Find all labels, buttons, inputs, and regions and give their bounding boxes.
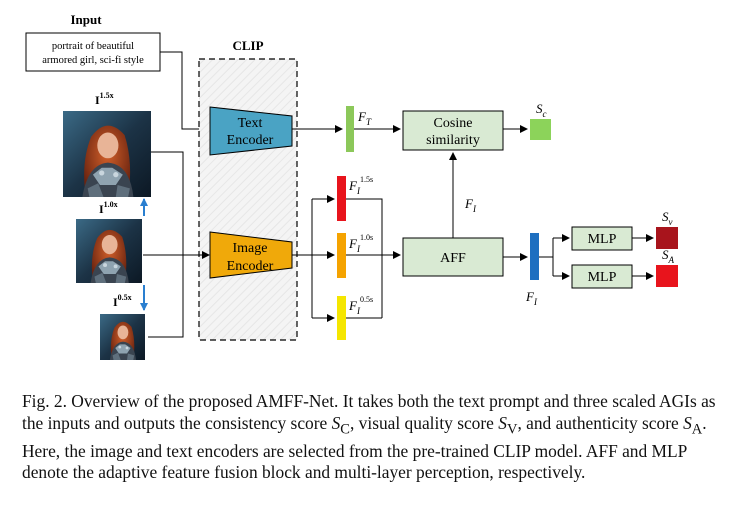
clip-box bbox=[198, 58, 298, 341]
fi-mid-label: FI bbox=[464, 196, 477, 214]
text-encoder bbox=[209, 106, 293, 156]
portrait-image-10 bbox=[76, 219, 142, 283]
score-sv-label: Sv bbox=[662, 209, 673, 227]
caption-part-1: Fig. 2. Overview of the proposed AMFF-Ne… bbox=[22, 391, 716, 433]
input-label: Input bbox=[70, 12, 102, 27]
portrait-image-15 bbox=[63, 111, 151, 197]
mlp-bottom-label: MLP bbox=[588, 270, 617, 285]
caption-part-3: , and authenticity score bbox=[517, 412, 684, 433]
feature-ft-bar bbox=[346, 106, 354, 152]
image-label-10: I1.0x bbox=[99, 200, 118, 216]
aff-label: AFF bbox=[440, 251, 466, 266]
score-sa-label: SA bbox=[662, 247, 675, 265]
image-05-connector bbox=[148, 255, 184, 338]
caption-part-4: . Here, the image and text encoders are … bbox=[22, 412, 707, 483]
prompt-line-2: armored girl, sci-fi style bbox=[42, 55, 144, 66]
caption-sv-sub: V bbox=[506, 421, 518, 438]
prompt-connector bbox=[160, 51, 210, 133]
score-sv-box bbox=[656, 227, 678, 249]
image-label-15: I1.5x bbox=[95, 91, 114, 107]
image-encoder-line-2: Encoder bbox=[227, 259, 274, 274]
image-label-05: I0.5x bbox=[113, 293, 132, 309]
feature-fi-15-label: FI1.5s bbox=[348, 175, 373, 196]
image-encoder bbox=[209, 231, 293, 279]
image-15-connector bbox=[151, 151, 184, 255]
prompt-line-1: portrait of beautiful bbox=[52, 41, 134, 52]
cosine-line-1: Cosine bbox=[434, 116, 473, 131]
feature-fi-15-bar bbox=[337, 176, 346, 221]
caption-part-2: , visual quality score bbox=[349, 412, 499, 433]
caption-sv: S bbox=[498, 412, 507, 433]
feature-ft-label: FT bbox=[357, 109, 372, 127]
feature-fi-bar bbox=[530, 233, 539, 280]
figure-caption: Fig. 2. Overview of the proposed AMFF-Ne… bbox=[22, 391, 722, 484]
fi-15-to-aff bbox=[346, 198, 383, 318]
feature-fi-05-bar bbox=[337, 296, 346, 340]
text-encoder-line-1: Text bbox=[238, 116, 263, 131]
cosine-line-2: similarity bbox=[426, 133, 480, 148]
score-sc-label: Sc bbox=[536, 101, 547, 119]
amff-net-diagram: Input portrait of beautiful armored girl… bbox=[25, 12, 678, 360]
image-encoder-line-1: Image bbox=[233, 241, 268, 256]
score-sa-box bbox=[656, 265, 678, 287]
caption-sc: S bbox=[331, 412, 341, 433]
cosine-similarity-box bbox=[402, 110, 504, 151]
feature-fi-05-label: FI0.5s bbox=[348, 295, 373, 316]
mlp-top-label: MLP bbox=[588, 232, 617, 247]
caption-sa: S bbox=[683, 412, 692, 433]
feature-fi-10-bar bbox=[337, 233, 346, 278]
caption-sa-sub: A bbox=[691, 421, 703, 438]
feature-fi-label: FI bbox=[525, 289, 538, 307]
portrait-image-05 bbox=[100, 314, 145, 360]
caption-sc-sub: C bbox=[340, 421, 350, 438]
feature-fi-10-label: FI1.0s bbox=[348, 233, 373, 254]
clip-label: CLIP bbox=[232, 38, 263, 53]
text-encoder-line-2: Encoder bbox=[227, 133, 274, 148]
prompt-box bbox=[25, 32, 161, 72]
score-sc-box bbox=[530, 119, 551, 140]
